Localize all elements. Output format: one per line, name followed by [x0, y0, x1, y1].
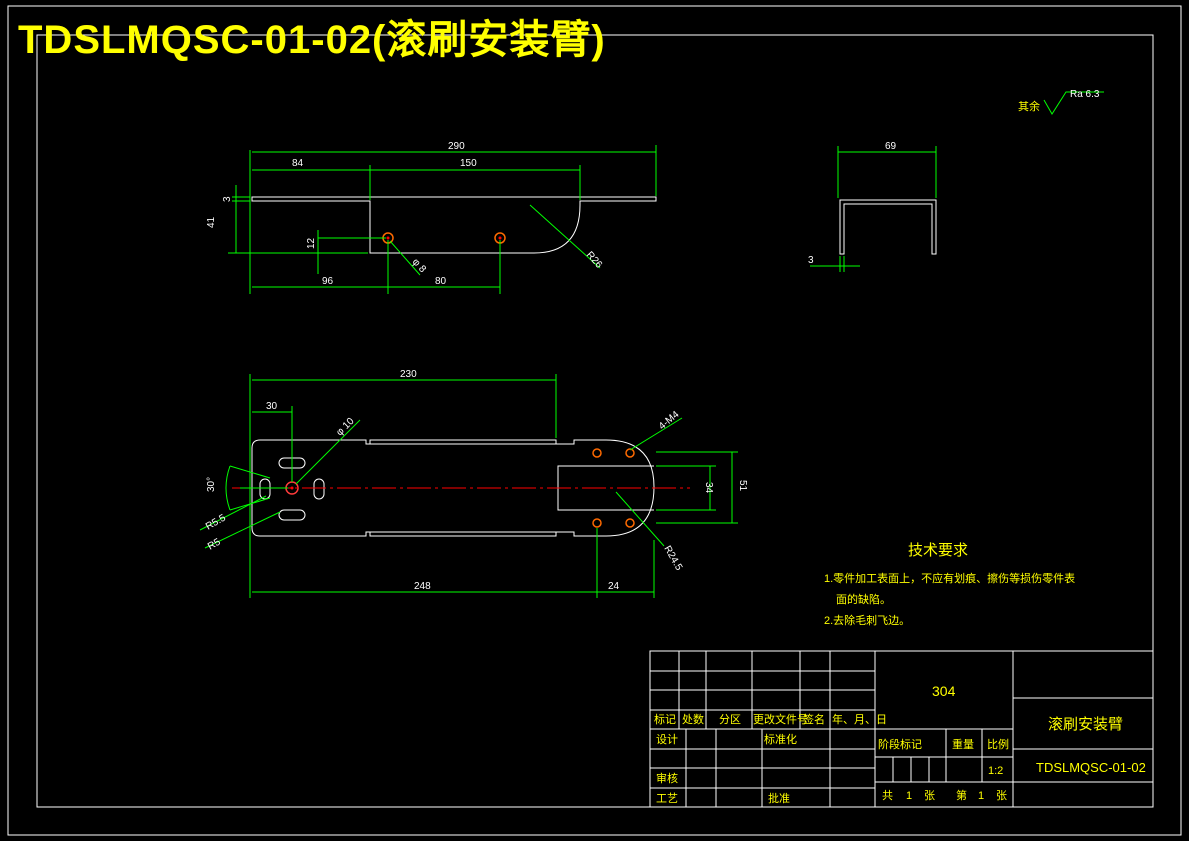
tech-req-item-1b: 面的缺陷。	[836, 592, 891, 606]
dim-3-side: 3	[808, 255, 814, 266]
tb-nth-label: 第	[956, 788, 967, 802]
tb-total-label: 共	[882, 789, 893, 802]
roughness-value: Ra 6.3	[1070, 89, 1100, 100]
tb-nth: 1	[978, 790, 984, 802]
dim-150: 150	[460, 158, 477, 169]
dim-24: 24	[608, 581, 620, 592]
drawing-title: TDSLMQSC-01-02(滚刷安装臂)	[18, 18, 606, 62]
dim-34: 34	[703, 482, 714, 494]
technical-requirements: 技术要求 1.零件加工表面上，不应有划痕、擦伤等损伤零件表 面的缺陷。 2.去除…	[824, 542, 1075, 627]
tech-req-item-1: 1.零件加工表面上，不应有划痕、擦伤等损伤零件表	[824, 571, 1075, 585]
tb-part-name: 滚刷安装臂	[1048, 716, 1123, 733]
tb-header-zone: 分区	[719, 713, 741, 726]
title-block: 标记 处数 分区 更改文件号 签名 年、月、日 设计 标准化 审核 工艺 批准 …	[649, 650, 1154, 808]
side-view: 69 3	[808, 141, 937, 272]
dim-51: 51	[737, 480, 748, 492]
tb-header-sign: 签名	[803, 712, 825, 726]
dim-r5-5: R5.5	[204, 512, 228, 532]
tb-scale-value: 1:2	[988, 765, 1003, 777]
dim-3-top: 3	[222, 196, 233, 202]
sheet-border	[7, 5, 1182, 836]
dim-80: 80	[435, 276, 447, 287]
dim-290: 290	[448, 141, 465, 152]
dim-69: 69	[885, 141, 897, 152]
tb-total: 1	[906, 790, 912, 802]
tb-ratio: 比例	[987, 737, 1009, 751]
plan-view: 230 30 φ 10 248 24 34 51 30° R5.5 R5 R24…	[199, 369, 748, 598]
tb-process: 工艺	[656, 792, 678, 805]
dim-phi8: φ 8	[410, 257, 428, 276]
dim-248: 248	[414, 581, 431, 592]
dim-r5: R5	[206, 536, 223, 552]
tb-nth-unit: 张	[996, 789, 1007, 802]
dim-30deg: 30°	[206, 477, 217, 492]
dim-230: 230	[400, 369, 417, 380]
tb-review: 审核	[656, 771, 678, 785]
tb-header-mark: 标记	[654, 712, 676, 726]
dim-96: 96	[322, 276, 334, 287]
tb-header-change-doc: 更改文件号	[753, 712, 808, 726]
top-view: 290 84 150 41 3 12 96 80 φ 8 R26	[206, 141, 657, 294]
tb-weight: 重量	[952, 737, 974, 751]
tb-design: 设计	[656, 733, 678, 746]
tb-material: 304	[932, 683, 956, 699]
roughness-label: 其余	[1018, 99, 1040, 113]
tb-standardize: 标准化	[764, 732, 797, 746]
drawing-frame	[36, 34, 1154, 808]
tb-stage-mark: 阶段标记	[878, 737, 922, 751]
tb-drawing-no: TDSLMQSC-01-02	[1036, 760, 1146, 775]
dim-12: 12	[306, 237, 317, 249]
tech-req-item-2: 2.去除毛刺飞边。	[824, 613, 910, 627]
dim-r26: R26	[584, 250, 605, 271]
dim-41: 41	[206, 216, 217, 228]
dim-30: 30	[266, 401, 278, 412]
tb-header-count: 处数	[682, 713, 704, 726]
dim-84: 84	[292, 158, 304, 169]
tech-req-title: 技术要求	[908, 542, 968, 559]
tb-approve: 批准	[768, 791, 790, 805]
surface-roughness-symbol: 其余 Ra 6.3	[1018, 89, 1104, 115]
tb-sheet-unit: 张	[924, 789, 935, 802]
dim-r24-5: R24.5	[661, 544, 684, 573]
tb-header-date: 年、月、日	[832, 712, 887, 726]
